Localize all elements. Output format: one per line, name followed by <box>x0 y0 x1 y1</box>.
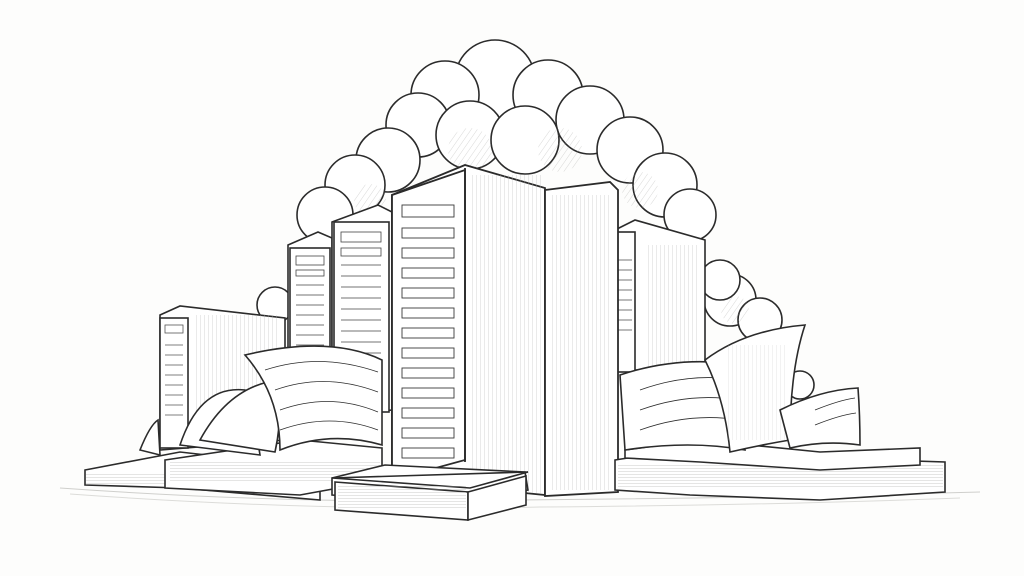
server-rack <box>544 181 619 497</box>
open-book <box>138 345 383 457</box>
server-rack <box>614 219 706 373</box>
closed-book <box>331 464 529 522</box>
server-rack <box>391 164 546 496</box>
open-book <box>619 324 861 453</box>
cloud-shading <box>354 128 749 324</box>
stacked-books <box>614 439 946 501</box>
